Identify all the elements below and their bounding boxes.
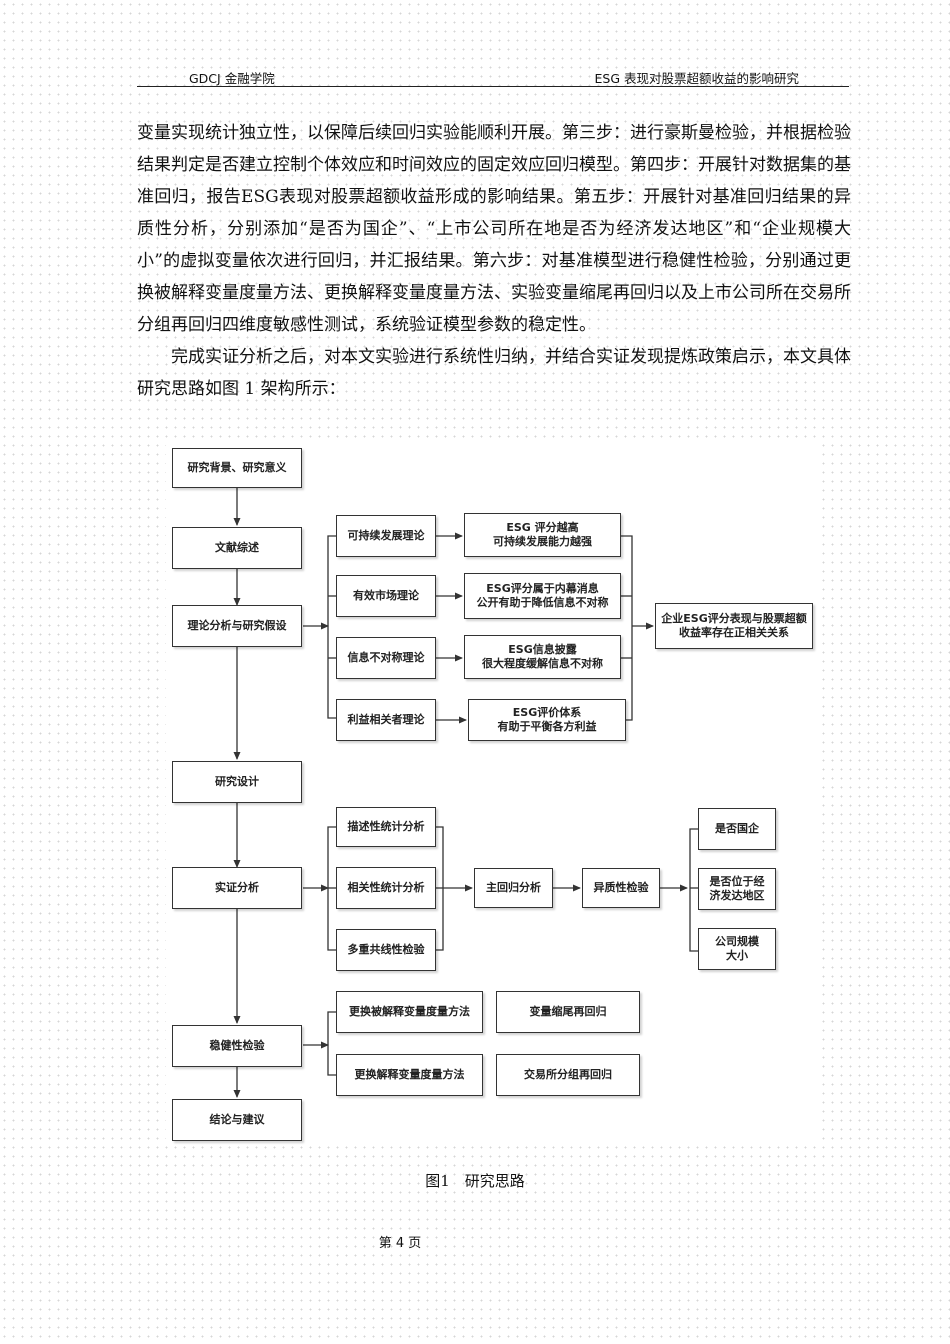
box-theory-result-2: ESG评分属于内幕消息 公开有助于降低信息不对称 bbox=[464, 573, 621, 619]
box-empirical-analysis: 实证分析 bbox=[172, 867, 302, 909]
box-theory-result-1: ESG 评分越高 可持续发展能力越强 bbox=[464, 513, 621, 557]
flowchart-connectors bbox=[233, 488, 698, 1098]
box-sustainable-development-theory: 可持续发展理论 bbox=[336, 515, 436, 557]
box-stakeholder-theory: 利益相关者理论 bbox=[336, 699, 436, 741]
box-robust-exchange-group: 交易所分组再回归 bbox=[496, 1054, 640, 1096]
box-company-size: 公司规模 大小 bbox=[698, 928, 776, 970]
header-right: ESG 表现对股票超额收益的影响研究 bbox=[594, 71, 800, 86]
box-literature-review: 文献综述 bbox=[172, 527, 302, 569]
box-robust-replace-dependent: 更换被解释变量度量方法 bbox=[336, 991, 483, 1033]
box-research-design: 研究设计 bbox=[172, 761, 302, 803]
box-developed-region: 是否位于经 济发达地区 bbox=[698, 868, 776, 910]
box-conclusion: 结论与建议 bbox=[172, 1099, 302, 1141]
box-state-owned: 是否国企 bbox=[698, 808, 776, 850]
page-header: GDCJ 金融学院 ESG 表现对股票超额收益的影响研究 bbox=[137, 66, 849, 87]
box-theory-result-4: ESG评价体系 有助于平衡各方利益 bbox=[468, 699, 626, 741]
paragraph-2: 完成实证分析之后，对本文实验进行系统性归纳，并结合实证发现提炼政策启示，本文具体… bbox=[137, 347, 851, 399]
page-number: 第 4 页 bbox=[378, 1236, 422, 1251]
box-efficient-market-theory: 有效市场理论 bbox=[336, 575, 436, 617]
box-theory-hypothesis: 理论分析与研究假设 bbox=[172, 605, 302, 647]
box-theory-result-3: ESG信息披露 很大程度缓解信息不对称 bbox=[464, 635, 621, 679]
header-left: GDCJ 金融学院 bbox=[189, 71, 275, 86]
box-heterogeneity-test: 异质性检验 bbox=[582, 868, 660, 908]
box-multicollinearity-test: 多重共线性检验 bbox=[336, 929, 436, 971]
box-correlation-analysis: 相关性统计分析 bbox=[336, 867, 436, 909]
box-descriptive-statistics: 描述性统计分析 bbox=[336, 807, 436, 847]
box-information-asymmetry-theory: 信息不对称理论 bbox=[336, 637, 436, 679]
box-hypothesis: 企业ESG评分表现与股票超额收益率存在正相关关系 bbox=[655, 603, 813, 649]
paragraph-1: 变量实现统计独立性，以保障后续回归实验能顺利开展。第三步：进行豪斯曼检验，并根据… bbox=[137, 123, 851, 335]
figure-caption: 图1 研究思路 bbox=[425, 1172, 525, 1190]
research-flowchart: 研究背景、研究意义 文献综述 理论分析与研究假设 研究设计 实证分析 稳健性检验… bbox=[166, 443, 818, 1145]
box-main-regression: 主回归分析 bbox=[474, 868, 553, 908]
box-robust-winsorize: 变量缩尾再回归 bbox=[496, 991, 640, 1033]
box-research-background: 研究背景、研究意义 bbox=[172, 448, 302, 488]
body-text: 变量实现统计独立性，以保障后续回归实验能顺利开展。第三步：进行豪斯曼检验，并根据… bbox=[137, 117, 851, 405]
box-robust-replace-independent: 更换解释变量度量方法 bbox=[336, 1054, 483, 1096]
box-robustness-check: 稳健性检验 bbox=[172, 1025, 302, 1067]
